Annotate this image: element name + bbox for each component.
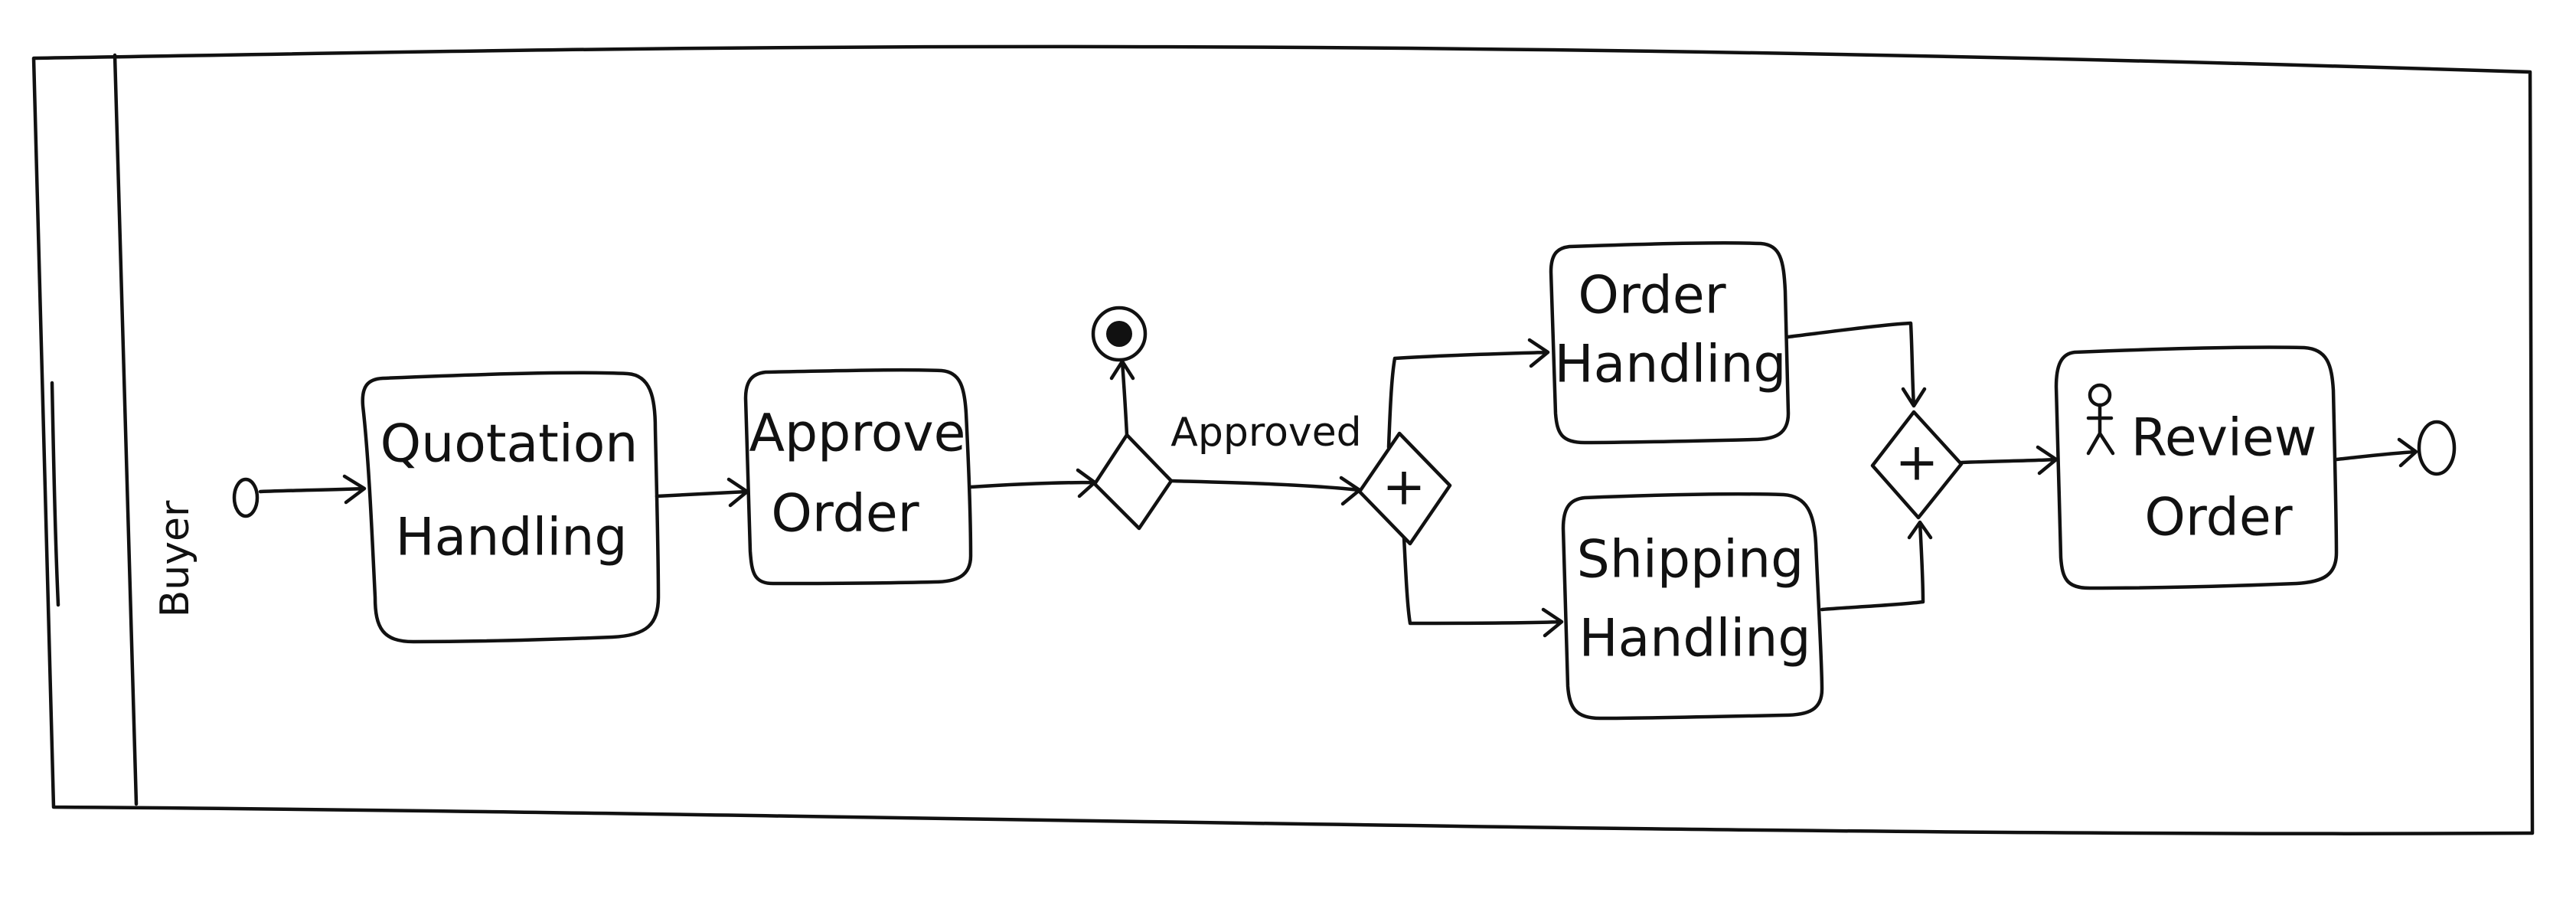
pool-border [31,44,2535,835]
flow-approve-to-gateway [968,468,1097,498]
end-event[interactable] [2417,420,2457,476]
pool-stray-stroke [50,381,60,607]
sequence-flows: Approved [258,321,2418,638]
flow-gateway-to-intermediate-event [1109,359,1135,437]
flow-quotation-to-approve [655,477,749,508]
flow-shipping-handling-to-join [1820,520,1933,612]
task-approve-order[interactable]: Approve Order [743,368,973,586]
gateway-diamond [1870,410,1964,520]
parallel-split-gateway[interactable]: + [1357,431,1452,546]
task-quotation-handling[interactable]: Quotation Handling [361,371,661,644]
task-label-line2: Order [2144,488,2292,548]
parallel-join-gateway[interactable]: + [1870,410,1964,520]
task-shipping-handling[interactable]: Shipping Handling [1561,492,1824,721]
task-label-line2: Handling [1579,609,1810,669]
gateway-marker: + [1895,433,1939,493]
task-review-order[interactable]: Review Order [2054,345,2339,590]
gateway-marker: + [1383,457,1426,518]
intermediate-end-event[interactable] [1091,306,1148,362]
gateway-diamond [1357,431,1452,546]
flow-start-to-quotation [258,474,367,505]
task-label-line1: Shipping [1577,530,1804,590]
task-label-line1: Review [2131,408,2317,469]
lane-label-buyer: Buyer [152,500,198,617]
task-label-line2: Handling [395,508,627,568]
task-order-handling[interactable]: Order Handling [1549,240,1791,445]
exclusive-gateway[interactable] [1092,433,1174,531]
lane-divider [113,53,139,806]
task-label-line1: Order [1578,266,1725,326]
flow-review-order-to-end [2334,437,2418,468]
flow-split-to-order-handling [1386,338,1550,449]
task-label-line2: Order [771,484,919,544]
start-event[interactable] [232,477,260,518]
flow-join-to-review-order [1959,445,2059,476]
task-box [361,371,661,644]
stick-figure-user-icon [2086,383,2115,456]
task-box [2054,345,2339,590]
flow-label-approved: Approved [1170,410,1361,456]
flow-split-to-shipping-handling [1402,535,1564,638]
flow-order-handling-to-join [1786,321,1927,408]
task-label-line1: Approve [749,404,966,464]
task-box [1549,240,1791,445]
flow-gateway-to-parallel-split [1169,476,1362,506]
task-box [743,368,973,586]
task-label-line2: Handling [1554,335,1786,395]
task-label-line1: Quotation [380,414,638,475]
task-box [1561,492,1824,721]
gateway-diamond [1092,433,1174,531]
